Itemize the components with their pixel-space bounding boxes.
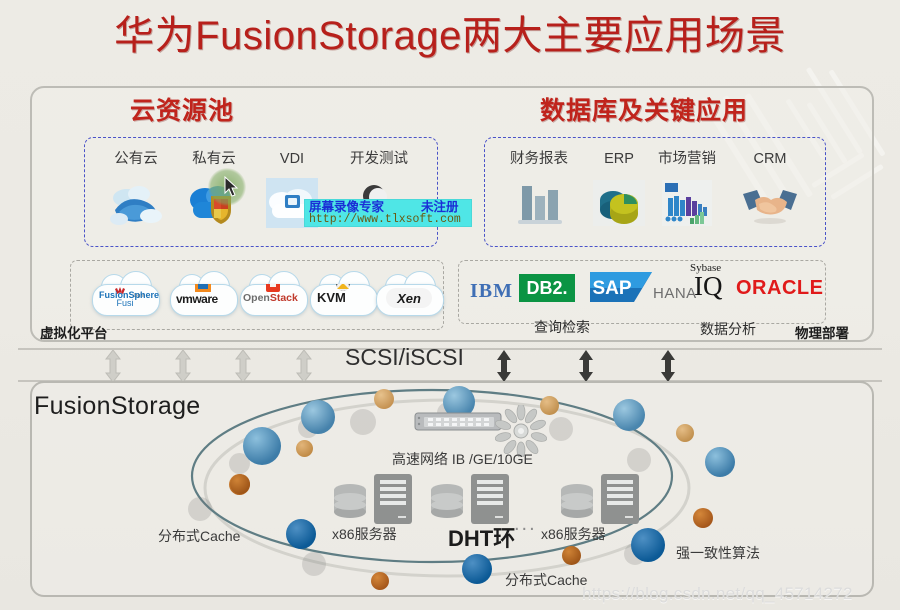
label-physical-deployment: 物理部署 <box>795 326 849 341</box>
app-erp[interactable]: ERP <box>588 150 650 228</box>
platform-label-fusionsphere: FusionSphere <box>99 290 160 300</box>
public-cloud-icon <box>100 172 172 228</box>
logo-hana[interactable]: HANA <box>653 285 697 302</box>
logo-oracle[interactable]: ORACLE <box>736 277 824 299</box>
label-x86-server-right: x86服务器 <box>541 526 606 542</box>
label-dht-ring: DHT环 <box>448 526 516 551</box>
protocol-arrow-dark <box>578 350 593 386</box>
ring-node-shadow <box>188 497 212 521</box>
recorder-name: 屏幕录像专家 <box>309 200 385 214</box>
app-label: 开发测试 <box>350 151 408 167</box>
cloud-apps-box <box>84 137 438 247</box>
svg-text:Light: Light <box>134 293 145 299</box>
page-title: 华为FusionStorage两大主要应用场景 <box>114 14 786 58</box>
protocol-label: SCSI/iSCSI <box>345 344 464 370</box>
fusionstorage-title: FusionStorage <box>34 392 201 420</box>
server-group <box>330 472 416 533</box>
ring-node-shadow <box>302 552 326 576</box>
section-title-cloud: 云资源池 <box>130 97 235 125</box>
column-chart-icon <box>646 172 728 228</box>
ring-node-orange <box>374 389 394 409</box>
label-x86-server-left: x86服务器 <box>332 526 397 542</box>
database-logos-box <box>458 260 826 324</box>
ellipsis-label: ... <box>514 513 537 535</box>
server-group <box>557 472 643 533</box>
label-high-speed-network: 高速网络 IB /GE/10GE <box>392 451 533 467</box>
platform-label-vmware: vmware <box>176 292 218 306</box>
platform-vmware[interactable] <box>170 271 238 316</box>
server-group <box>427 472 513 533</box>
logo-ibm[interactable]: IBM <box>470 280 513 302</box>
ring-node-blue <box>243 427 281 465</box>
app-label: CRM <box>753 151 787 167</box>
platform-label-xen: Xen <box>397 290 421 306</box>
app-financial-report[interactable]: 财务报表 <box>498 150 580 228</box>
svg-text:SAP: SAP <box>592 278 631 299</box>
protocol-arrow-light <box>175 350 191 386</box>
app-label: 私有云 <box>192 151 236 167</box>
network-switch-icon <box>414 410 502 439</box>
app-label: 公有云 <box>114 151 158 167</box>
label-distributed-cache-bottom: 分布式Cache <box>505 572 588 588</box>
ring-node-blue <box>301 400 335 434</box>
svg-text:Fusi: Fusi <box>116 298 133 308</box>
protocol-arrow-dark <box>660 350 675 386</box>
ring-node-orange <box>230 474 250 494</box>
ring-node-dark-blue <box>462 554 492 584</box>
app-marketing[interactable]: 市场营销 <box>646 150 728 228</box>
platform-fusionsphere[interactable]: Fusi x Light <box>92 271 160 316</box>
bar-chart-icon <box>498 172 580 228</box>
label-distributed-cache-left: 分布式Cache <box>158 528 241 544</box>
recorder-watermark: 屏幕录像专家 未注册 http://www.tlxsoft.com <box>305 200 471 226</box>
pie-chart-icon <box>588 172 650 228</box>
platform-label-kvm: KVM <box>317 290 346 305</box>
ring-node-orange <box>540 396 559 415</box>
logo-iq[interactable]: IQ <box>694 271 723 301</box>
recorder-status: 未注册 <box>421 200 459 214</box>
label-data-analysis: 数据分析 <box>700 321 756 337</box>
app-label: 市场营销 <box>658 151 716 167</box>
network-fan-icon <box>494 403 548 462</box>
protocol-arrow-light <box>296 350 312 386</box>
logo-sybase[interactable]: Sybase <box>690 262 722 274</box>
ring-node-orange <box>296 440 313 457</box>
ring-node-shadow <box>350 409 376 435</box>
database-apps-box <box>484 137 826 247</box>
recorder-watermark-url: http://www.tlxsoft.com <box>309 213 461 226</box>
platform-label-openstack: OpenStack <box>243 292 298 304</box>
label-query-retrieval: 查询检索 <box>534 319 590 335</box>
app-label: VDI <box>279 151 305 167</box>
mouse-cursor-icon <box>224 175 240 203</box>
label-strong-consistency: 强一致性算法 <box>676 545 760 561</box>
ring-node-orange <box>562 546 581 565</box>
section-title-database: 数据库及关键应用 <box>540 97 749 125</box>
app-label: ERP <box>604 151 634 167</box>
blog-watermark: https://blog.csdn.net/qq_45714272 <box>582 584 853 603</box>
platform-xen[interactable]: Xen <box>376 271 444 316</box>
platform-openstack[interactable] <box>240 271 308 316</box>
ring-node-shadow <box>549 417 573 441</box>
handshake-icon <box>736 172 804 228</box>
ring-node-orange <box>371 572 389 590</box>
ring-node-dark-blue <box>286 519 316 549</box>
protocol-arrow-light <box>105 350 121 386</box>
ring-node-shadow <box>229 453 250 474</box>
protocol-arrow-light <box>235 350 251 386</box>
app-label: 财务报表 <box>510 151 568 167</box>
ring-node-orange <box>693 508 713 528</box>
logo-db2[interactable]: DB2. <box>519 274 575 302</box>
label-virtualization-platform: 虚拟化平台 <box>40 326 108 341</box>
ring-node-blue <box>705 447 735 477</box>
app-crm[interactable]: CRM <box>736 150 804 228</box>
recorder-watermark-title: 屏幕录像专家 未注册 <box>309 200 459 214</box>
ring-node-shadow <box>627 448 651 472</box>
ring-node-dark-blue <box>631 528 665 562</box>
app-public-cloud[interactable]: 公有云 <box>100 150 172 228</box>
ring-node-orange <box>676 424 694 442</box>
platform-kvm[interactable] <box>310 271 378 316</box>
ring-node-blue <box>613 399 645 431</box>
protocol-arrow-dark <box>496 350 511 386</box>
logo-sap[interactable]: SAP <box>590 272 652 302</box>
